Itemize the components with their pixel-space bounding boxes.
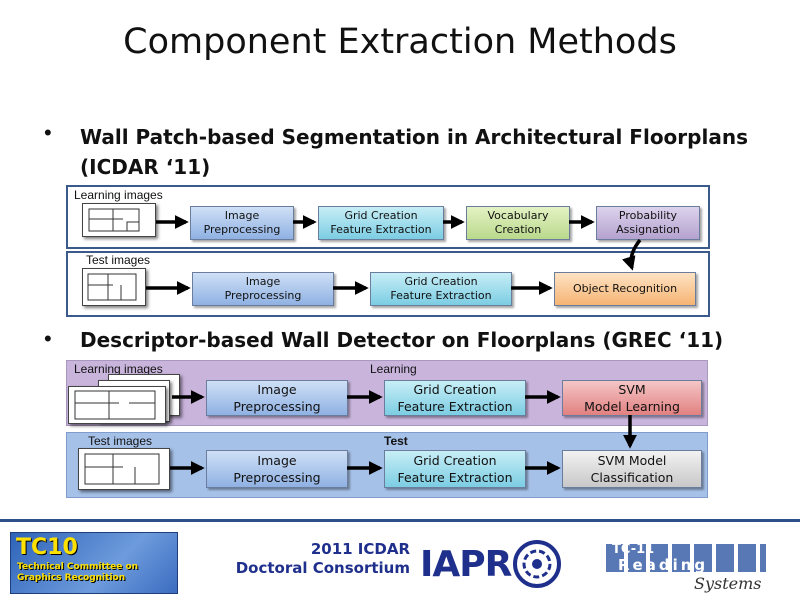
tc11-logo-reading: Reading [618,556,709,574]
learning-section-title: Learning [370,362,417,376]
step-probability-assignation: Probability Assignation [596,206,700,240]
iapr-logo-text: IAPR [420,543,512,585]
step-label: Grid Creation Feature Extraction [397,382,513,414]
step-label: Vocabulary Creation [487,209,549,236]
learning-image-thumbnail [82,203,156,237]
bullet-1-text: Wall Patch-based Segmentation in Archite… [80,125,748,179]
learning-images-label: Learning images [74,362,163,376]
step-svm-model-classification: SVM Model Classification [562,450,702,488]
test-images-label: Test images [86,253,151,267]
step-grid-creation-test: Grid Creation Feature Extraction [370,272,512,306]
bullet-2-text: Descriptor-based Wall Detector on Floorp… [80,328,724,352]
step-image-preprocessing: Image Preprocessing [190,206,294,240]
tc11-logo-banner [606,544,766,572]
step-label: Image Preprocessing [203,209,281,236]
step-label: Grid Creation Feature Extraction [397,453,513,485]
iapr-logo-emblem [513,540,562,588]
arrow [622,238,642,271]
step-vocabulary-creation: Vocabulary Creation [466,206,570,240]
tc11-logo-title: TC-11 [612,542,655,557]
conference-line-2: Doctoral Consortium [235,559,410,577]
iapr-logo: IAPR [420,538,563,590]
step-label: Image Preprocessing [224,275,302,302]
step-label: SVM Model Learning [584,382,680,414]
tc10-logo-title: TC10 [16,535,78,560]
step-image-preprocessing-test: Image Preprocessing [192,272,334,306]
step-label: Image Preprocessing [233,382,321,414]
step-label: Object Recognition [572,282,678,295]
conference-name: 2011 ICDAR Doctoral Consortium [210,540,410,578]
test-images-label: Test images [88,434,153,448]
footer-divider [0,519,800,522]
slide-title: Component Extraction Methods [123,22,677,62]
learning-image-thumbnail [68,386,166,424]
test-image-thumbnail [82,268,146,306]
step-image-preprocessing-2: Image Preprocessing [206,380,348,416]
learning-images-label: Learning images [74,188,163,202]
tc10-logo: TC10 Technical Committee on Graphics Rec… [10,532,178,594]
step-label: Image Preprocessing [233,453,321,485]
step-grid-creation-2: Grid Creation Feature Extraction [384,380,526,416]
step-grid-creation-test-2: Grid Creation Feature Extraction [384,450,526,488]
bullet-dot: • [44,326,52,351]
bullet-dot: • [44,120,52,145]
step-svm-model-learning: SVM Model Learning [562,380,702,416]
tc11-logo-systems: Systems [694,574,762,593]
step-label: SVM Model Classification [590,453,674,485]
tc10-logo-subtitle: Technical Committee on Graphics Recognit… [17,562,139,583]
step-label: Grid Creation Feature Extraction [330,209,432,236]
test-image-thumbnail [78,448,170,490]
step-object-recognition: Object Recognition [554,272,696,306]
tc11-logo: TC-11 Reading Systems [606,540,786,596]
test-section-title: Test [384,434,408,448]
conference-line-1: 2011 ICDAR [310,540,410,558]
step-grid-creation: Grid Creation Feature Extraction [318,206,444,240]
step-label: Probability Assignation [616,209,680,236]
step-label: Grid Creation Feature Extraction [390,275,492,302]
